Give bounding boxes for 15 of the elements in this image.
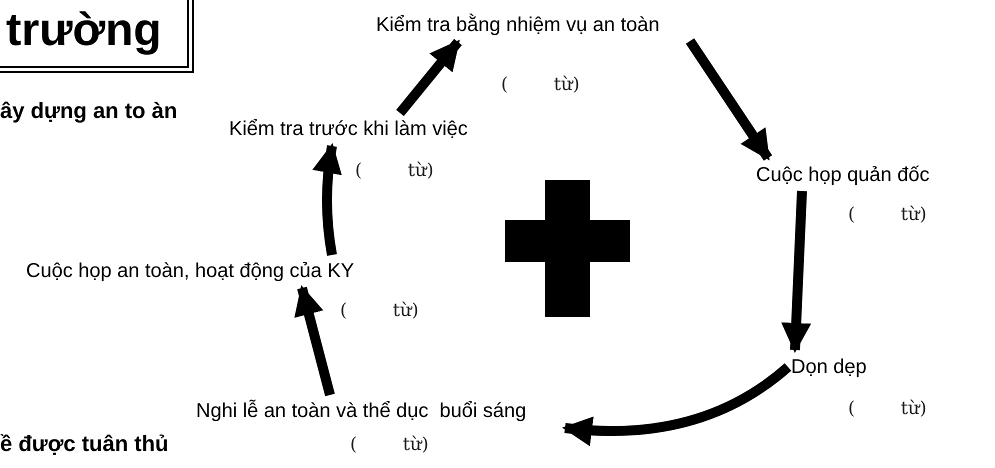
time-note: ( từ) <box>848 398 927 420</box>
note-text: ây dựng an to àn <box>0 97 178 125</box>
time-note: ( từ) <box>848 204 927 226</box>
arrow <box>312 143 342 256</box>
note-text: ề được tuân thủ <box>0 430 170 458</box>
time-note: ( từ) <box>350 434 429 456</box>
arrow <box>686 38 772 161</box>
time-note: ( từ) <box>340 300 419 322</box>
arrow <box>562 363 792 446</box>
time-note: ( từ) <box>501 74 580 96</box>
arrow <box>294 285 335 396</box>
arrow <box>396 38 462 116</box>
arrow <box>781 190 812 353</box>
time-note: ( từ) <box>355 160 434 182</box>
title: trường <box>0 0 194 73</box>
